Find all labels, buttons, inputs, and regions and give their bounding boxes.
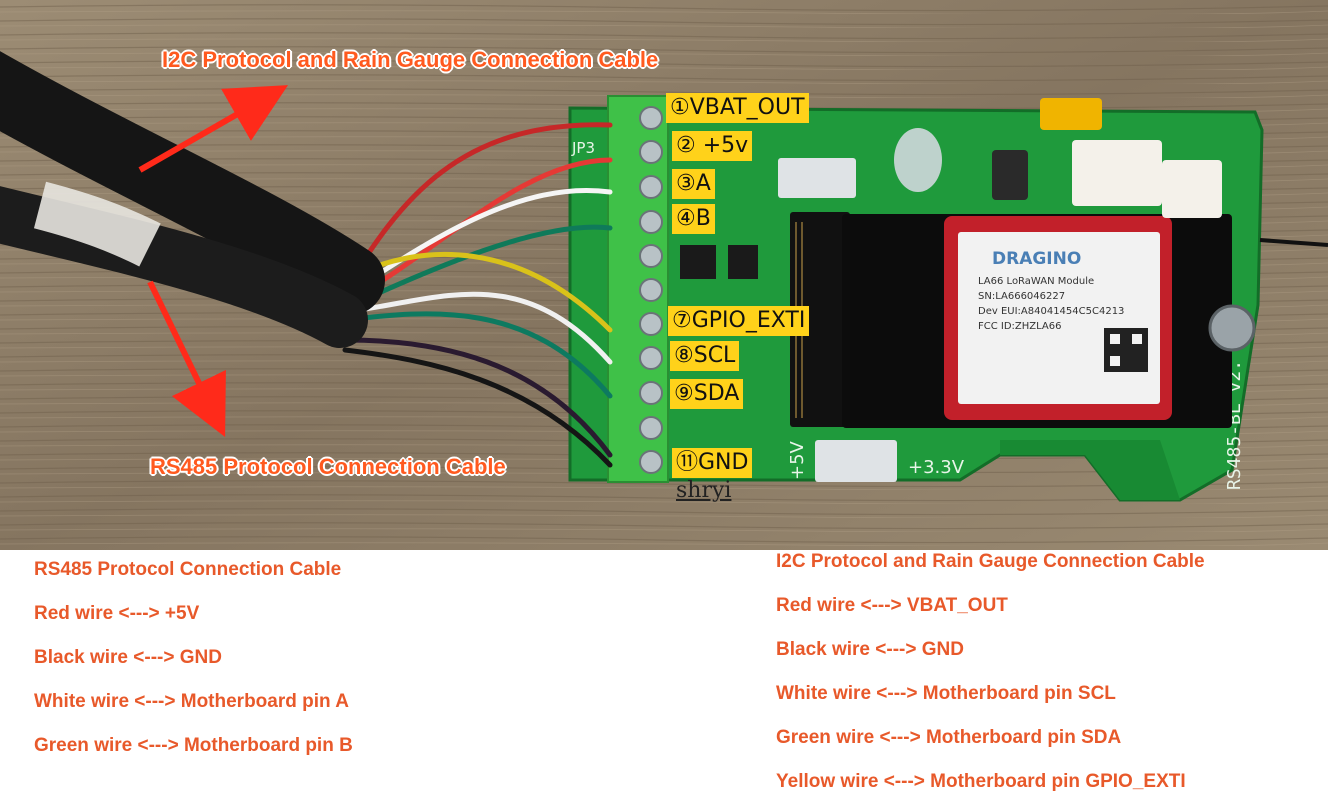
cable-rs485: [0, 186, 368, 348]
power-switch: [815, 440, 897, 482]
voltage-5v-silkscreen: +5V: [787, 440, 808, 480]
m2-slot: [790, 212, 850, 427]
handwritten-note: shryi: [676, 478, 732, 503]
legend-rs485-line: Green wire <---> Motherboard pin B: [34, 735, 353, 756]
svg-text:Dev EUI:A84041454C5C4213: Dev EUI:A84041454C5C4213: [978, 306, 1124, 317]
legend-i2c-line: White wire <---> Motherboard pin SCL: [776, 683, 1116, 704]
legend-i2c-line: Black wire <---> GND: [776, 639, 964, 660]
pin-label-gnd: ⑪GND: [672, 448, 753, 478]
white-connector-1: [1072, 140, 1162, 206]
legend-rs485: RS485 Protocol Connection Cable Red wire…: [34, 548, 353, 768]
pin-label-sda: ⑨SDA: [670, 379, 744, 409]
reset-button: [992, 150, 1028, 200]
terminal-block: [607, 95, 669, 483]
legend-i2c-title: I2C Protocol and Rain Gauge Connection C…: [776, 551, 1205, 572]
caption-rs485-cable: RS485 Protocol Connection Cable: [150, 454, 506, 479]
svg-text:FCC ID:ZHZLA66: FCC ID:ZHZLA66: [978, 321, 1062, 332]
svg-text:DRAGINO: DRAGINO: [992, 249, 1081, 269]
legend-i2c: I2C Protocol and Rain Gauge Connection C…: [776, 540, 1205, 804]
mounting-screw: [1208, 304, 1256, 352]
caption-i2c-cable: I2C Protocol and Rain Gauge Connection C…: [162, 47, 659, 72]
arrow-i2c: [138, 85, 289, 173]
cable-i2c: [0, 51, 385, 315]
pin-label-scl: ⑧SCL: [670, 341, 740, 371]
legend-i2c-line: Red wire <---> VBAT_OUT: [776, 595, 1008, 616]
legend-rs485-line: Black wire <---> GND: [34, 647, 222, 668]
pin-label-b: ④B: [672, 204, 715, 234]
voltage-33v-silkscreen: +3.3V: [908, 457, 965, 478]
legend-i2c-line: Green wire <---> Motherboard pin SDA: [776, 727, 1122, 748]
wiring-photo: JP3 RS485-BL v2. +5V +3.3V DRAGINO LA66 …: [0, 0, 1328, 550]
jp3-silkscreen: JP3: [571, 139, 595, 157]
pin-label-vbat-out: ①VBAT_OUT: [666, 93, 809, 123]
svg-text:SN:LA666046227: SN:LA666046227: [978, 291, 1065, 302]
arrow-rs485: [147, 280, 226, 437]
yellow-jumper: [1040, 98, 1102, 130]
legend-rs485-line: White wire <---> Motherboard pin A: [34, 691, 349, 712]
legend-rs485-title: RS485 Protocol Connection Cable: [34, 559, 342, 580]
pin-label-gpio-exti: ⑦GPIO_EXTI: [668, 306, 810, 336]
led: [894, 128, 942, 192]
legend-i2c-line: Yellow wire <---> Motherboard pin GPIO_E…: [776, 771, 1186, 792]
white-connector-2: [1162, 160, 1222, 218]
legend-rs485-line: Red wire <---> +5V: [34, 603, 200, 624]
pin-label-5v: ② +5v: [672, 131, 753, 161]
svg-text:LA66 LoRaWAN Module: LA66 LoRaWAN Module: [978, 276, 1094, 287]
la66-module: DRAGINO LA66 LoRaWAN Module SN:LA6660462…: [944, 216, 1172, 420]
flash-switch: [778, 158, 856, 198]
pin-label-a: ③A: [672, 169, 715, 199]
